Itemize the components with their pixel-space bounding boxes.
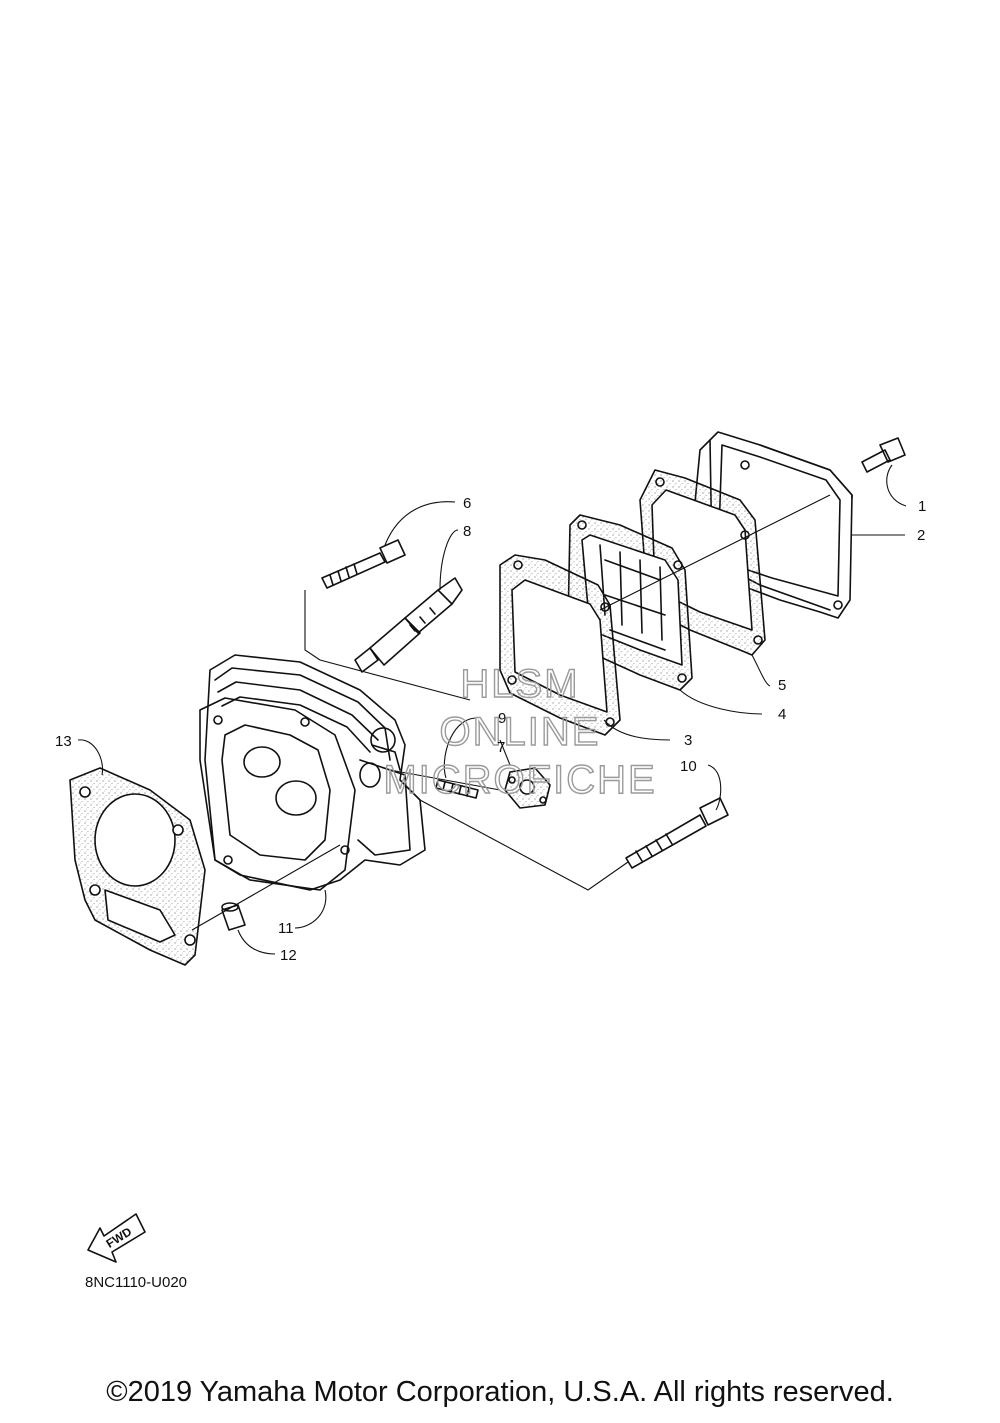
callout-4: 4 (778, 706, 786, 723)
watermark-line-1: HLSM (460, 662, 579, 706)
spark-plug (354, 577, 463, 673)
part-code: 8NC1110-U020 (85, 1274, 187, 1291)
callout-1: 1 (918, 498, 926, 515)
watermark-line-2: ONLINE (440, 710, 601, 754)
callout-11: 11 (278, 920, 294, 937)
leader-lines (77, 464, 907, 955)
callout-2: 2 (917, 527, 925, 544)
callout-7: 7 (497, 739, 505, 756)
exhaust-gasket (504, 767, 551, 809)
stud-bolt (435, 779, 479, 799)
bolt-10 (625, 797, 729, 869)
callout-13: 13 (55, 733, 72, 750)
callout-6: 6 (463, 495, 471, 512)
callouts: 1 2 3 4 5 6 7 8 9 10 11 12 13 (55, 495, 926, 964)
callout-3: 3 (684, 732, 692, 749)
valve-gasket (499, 554, 621, 736)
copyright-notice: ©2019 Yamaha Motor Corporation, U.S.A. A… (106, 1376, 894, 1408)
fwd-arrow-icon (87, 1213, 146, 1263)
bolt-6 (321, 539, 406, 589)
watermark: HLSM ONLINE MICROFICHE (383, 661, 656, 802)
cylinder-head (199, 654, 426, 891)
watermark-line-3: MICROFICHE (383, 758, 656, 802)
bolt-1 (861, 437, 906, 473)
callout-5: 5 (778, 677, 786, 694)
callout-10: 10 (680, 758, 697, 775)
head-gasket (69, 767, 206, 966)
dowel-pin (221, 902, 246, 931)
callout-12: 12 (280, 947, 297, 964)
callout-8: 8 (463, 523, 471, 540)
callout-9: 9 (498, 710, 506, 727)
